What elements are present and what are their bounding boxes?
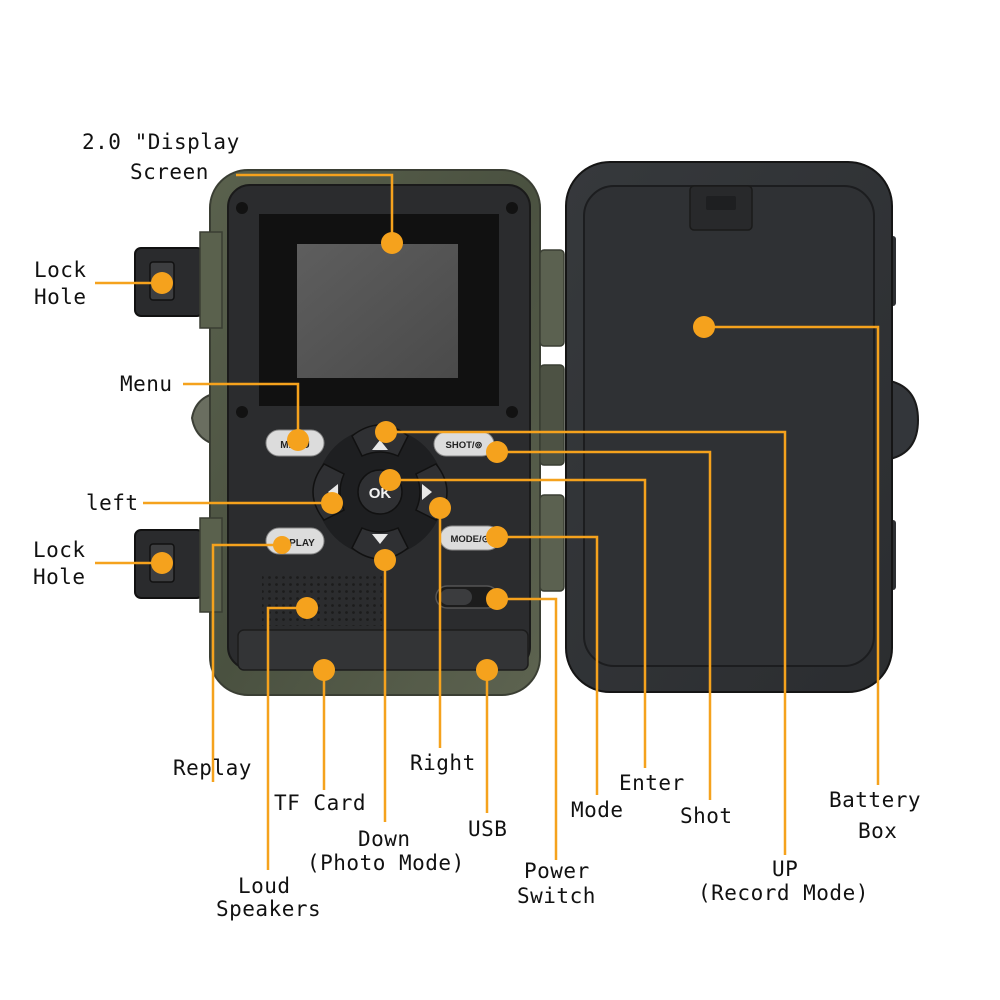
mode-label: Mode [571,798,624,822]
left-label: left [86,491,139,515]
control-buttons: MENU REPLAY SHOT/⊚ MODE/⊙ [265,424,501,560]
callout-dots [151,232,715,681]
display-label-line1: 2.0 "Display [82,130,240,154]
down-label-line1: Down [358,827,411,851]
battery-box-lid [565,161,920,693]
lock-hole-tab-top [134,231,223,329]
mode-button-label: MODE/⊙ [450,534,489,545]
down-label-line2: (Photo Mode) [307,851,465,875]
lock-hole-top-label-line2: Hole [34,285,87,309]
right-label: Right [410,751,476,775]
battery-box-label-line1: Battery [829,788,922,812]
down-button[interactable] [351,527,409,560]
battery-box-label-line2: Box [858,819,898,843]
enter-label: Enter [619,771,685,795]
shot-button[interactable]: SHOT/⊚ [433,431,495,457]
power-switch[interactable] [435,585,499,609]
up-label-line1: UP [772,857,799,881]
shot-button-label: SHOT/⊚ [446,440,483,451]
up-label-line2: (Record Mode) [698,881,869,905]
replay-label: Replay [173,756,252,780]
replay-button-label: REPLAY [275,538,315,549]
display-screen [259,214,499,406]
display-label-line2: Screen [130,160,209,184]
hinges [539,249,565,592]
shot-label: Shot [680,804,733,828]
lock-hole-tab-bottom [134,517,223,613]
speaker-grill [262,574,382,626]
power-switch-label-line2: Switch [517,884,596,908]
menu-label: Menu [120,372,173,396]
lock-hole-bottom-label-line2: Hole [33,565,86,589]
usb-label: USB [468,817,508,841]
up-arrow-icon [372,440,388,450]
tf-card-label: TF Card [274,791,367,815]
lock-hole-top-label-line1: Lock [34,258,87,282]
callout-lines [95,173,880,870]
right-arrow-icon [422,484,432,500]
power-switch-label-line1: Power [524,859,590,883]
lock-hole-bottom-label-line1: Lock [33,538,86,562]
down-arrow-icon [372,534,388,544]
loud-speakers-label-line1: Loud [238,874,291,898]
loud-speakers-label-line2: Speakers [216,897,322,921]
